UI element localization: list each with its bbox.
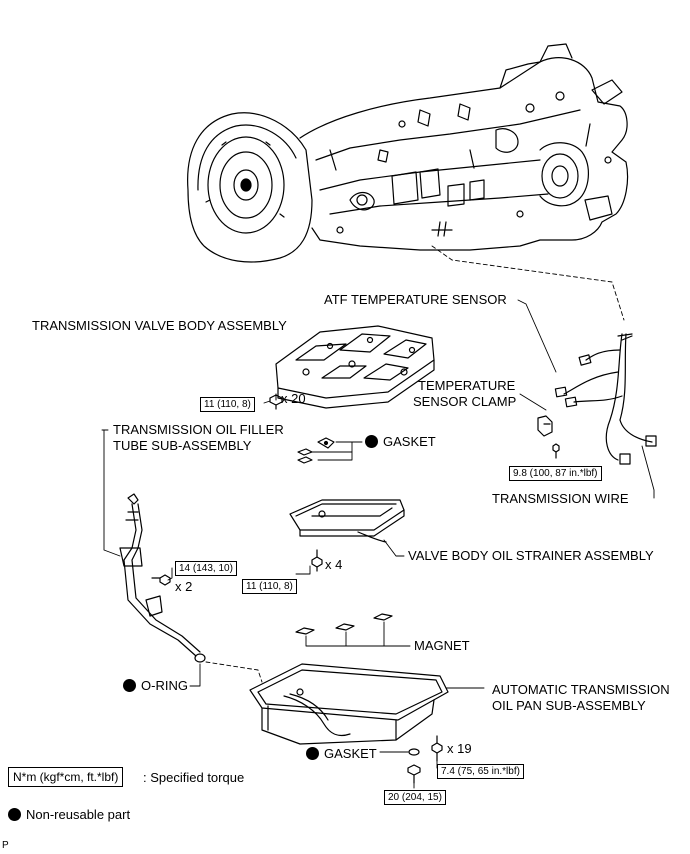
- label-o-ring: O-RING: [123, 678, 188, 694]
- gasket-lower-text: GASKET: [324, 746, 377, 761]
- corner-mark: P: [2, 840, 9, 851]
- legend-torque-unit-box: N*m (kgf*cm, ft.*lbf): [8, 767, 124, 787]
- non-reusable-dot-icon: [365, 435, 378, 448]
- legend-torque-desc: : Specified torque: [143, 770, 245, 785]
- torque-sensor-clamp-bolt: 9.8 (100, 87 in.*lbf): [509, 466, 602, 481]
- bolt-strainer: [311, 549, 323, 572]
- drain-plug-illustration: [407, 748, 421, 784]
- non-reusable-dot-icon: [306, 747, 319, 760]
- temperature-sensor-clamp-illustration: [537, 415, 553, 437]
- oil-filler-tube-illustration: [119, 493, 206, 663]
- torque-strainer-bolts: 11 (110, 8): [242, 579, 297, 594]
- non-reusable-dot-icon: [8, 808, 21, 821]
- bolt-filler-tube: [151, 574, 171, 586]
- o-ring-text: O-RING: [141, 678, 188, 693]
- label-atf-temperature-sensor: ATF TEMPERATURE SENSOR: [324, 292, 507, 307]
- non-reusable-dot-icon: [123, 679, 136, 692]
- torque-valve-body-bolts: 11 (110, 8): [200, 397, 255, 412]
- bolt-oil-pan: [431, 735, 443, 762]
- label-temperature-sensor-clamp-line2: SENSOR CLAMP: [413, 394, 517, 409]
- qty-strainer-bolts: x 4: [325, 557, 343, 572]
- label-valve-body-oil-strainer-assembly: VALVE BODY OIL STRAINER ASSEMBLY: [408, 548, 654, 563]
- label-transmission-oil-filler-tube-line2: TUBE SUB-ASSEMBLY: [113, 438, 252, 453]
- label-oil-pan-line1: AUTOMATIC TRANSMISSION: [492, 682, 670, 697]
- label-transmission-wire: TRANSMISSION WIRE: [492, 491, 629, 506]
- gasket-parts-illustration: [297, 437, 335, 464]
- legend-non-reusable: Non-reusable part: [8, 807, 130, 823]
- torque-drain-plug: 20 (204, 15): [384, 790, 446, 805]
- label-transmission-oil-filler-tube-line1: TRANSMISSION OIL FILLER: [113, 422, 284, 437]
- label-gasket-lower: GASKET: [306, 746, 377, 762]
- bolt-valve-body: [269, 394, 283, 410]
- label-gasket-upper: GASKET: [365, 434, 436, 450]
- torque-oil-pan-bolts: 7.4 (75, 65 in.*lbf): [437, 764, 524, 779]
- oil-pan-illustration: [249, 663, 449, 745]
- qty-oil-pan-bolts: x 19: [447, 741, 472, 756]
- qty-filler-tube-bolts: x 2: [175, 579, 193, 594]
- label-temperature-sensor-clamp-line1: TEMPERATURE: [418, 378, 516, 393]
- gasket-upper-text: GASKET: [383, 434, 436, 449]
- wire-connection-dashed-line: [431, 245, 625, 321]
- transmission-case-illustration: [187, 43, 629, 263]
- qty-valve-body-bolts: x 20: [281, 391, 306, 406]
- bolt-sensor-clamp: [552, 443, 560, 459]
- label-transmission-valve-body-assembly: TRANSMISSION VALVE BODY ASSEMBLY: [32, 318, 287, 333]
- label-magnet: MAGNET: [414, 638, 470, 653]
- valve-body-oil-strainer-illustration: [289, 499, 405, 543]
- label-oil-pan-line2: OIL PAN SUB-ASSEMBLY: [492, 698, 646, 713]
- transmission-wire-illustration: [554, 333, 657, 465]
- torque-filler-tube-bolts: 14 (143, 10): [175, 561, 237, 576]
- legend-non-reusable-text: Non-reusable part: [26, 807, 131, 822]
- magnet-parts-illustration: [295, 613, 393, 635]
